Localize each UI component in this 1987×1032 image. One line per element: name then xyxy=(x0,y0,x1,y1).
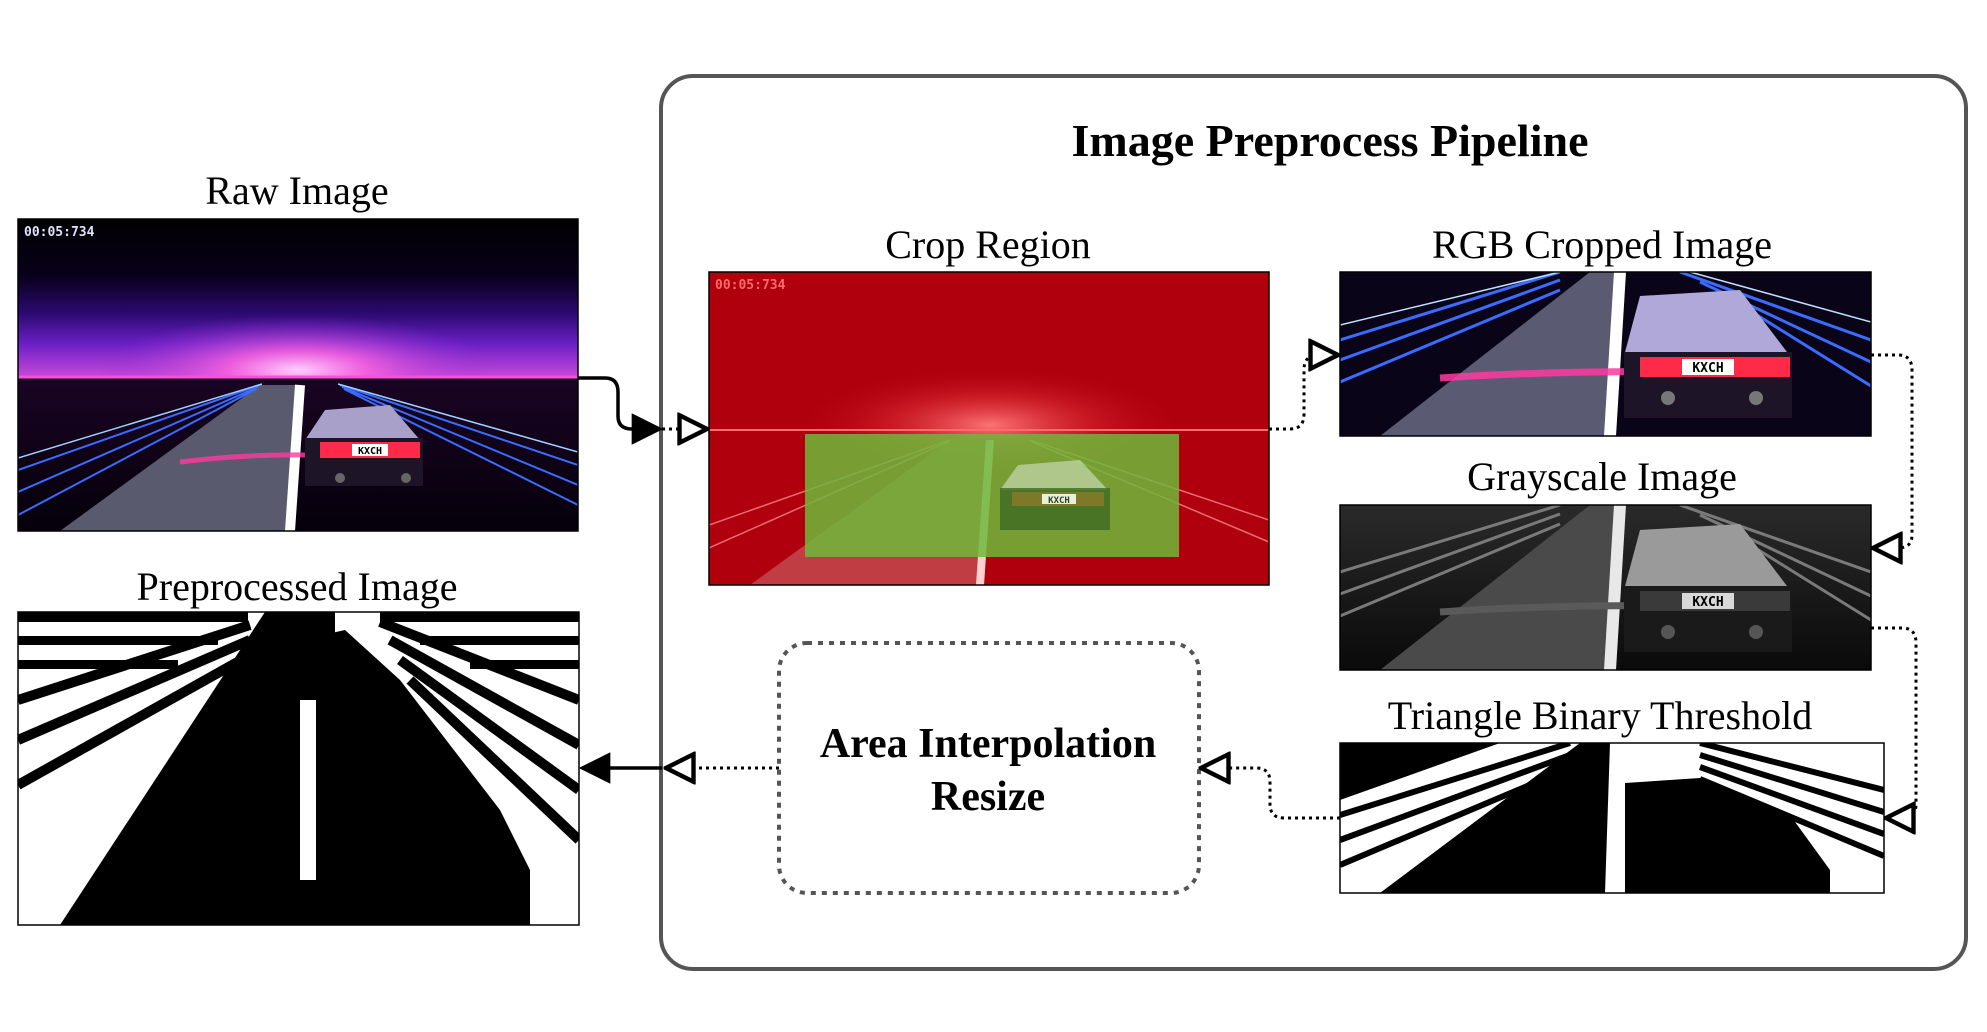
raw-plate-text: KXCH xyxy=(358,446,382,457)
resize-line-1: Area Interpolation xyxy=(820,721,1156,767)
triangle-threshold-label: Triangle Binary Threshold xyxy=(1388,693,1812,738)
rgb-cropped-image: KXCH xyxy=(1340,272,1871,436)
rgb-cropped-label: RGB Cropped Image xyxy=(1432,222,1772,267)
arrow-threshold-to-resize xyxy=(1201,768,1340,820)
rgb-plate-text: KXCH xyxy=(1692,361,1723,376)
arrow-crop-to-rgb xyxy=(1269,355,1338,431)
crop-region-label: Crop Region xyxy=(885,222,1091,267)
raw-image-label: Raw Image xyxy=(205,168,388,213)
raw-image: KXCH 00:05:734 xyxy=(18,219,578,531)
grayscale-label: Grayscale Image xyxy=(1467,454,1737,499)
arrow-gray-to-threshold xyxy=(1871,626,1918,818)
resize-line-2: Resize xyxy=(931,774,1045,820)
preprocessed-label: Preprocessed Image xyxy=(137,564,458,609)
arrow-rgb-to-gray xyxy=(1871,353,1914,548)
arrow-raw-to-pipeline xyxy=(578,376,664,445)
crop-timer: 00:05:734 xyxy=(715,278,786,293)
pipeline-container xyxy=(659,74,1968,971)
crop-region-image: KXCH 00:05:734 xyxy=(709,272,1269,585)
grayscale-frame xyxy=(1339,504,1872,671)
crop-plate-text: KXCH xyxy=(1048,496,1070,506)
preprocessed-image xyxy=(18,612,579,925)
grayscale-image: KXCH xyxy=(1340,505,1871,670)
resize-box xyxy=(777,641,1201,895)
raw-image-frame xyxy=(17,218,579,532)
raw-timer: 00:05:734 xyxy=(24,225,95,240)
gray-plate-text: KXCH xyxy=(1692,595,1723,610)
pipeline-title: Image Preprocess Pipeline xyxy=(1072,115,1589,166)
triangle-threshold-image xyxy=(1340,743,1884,893)
